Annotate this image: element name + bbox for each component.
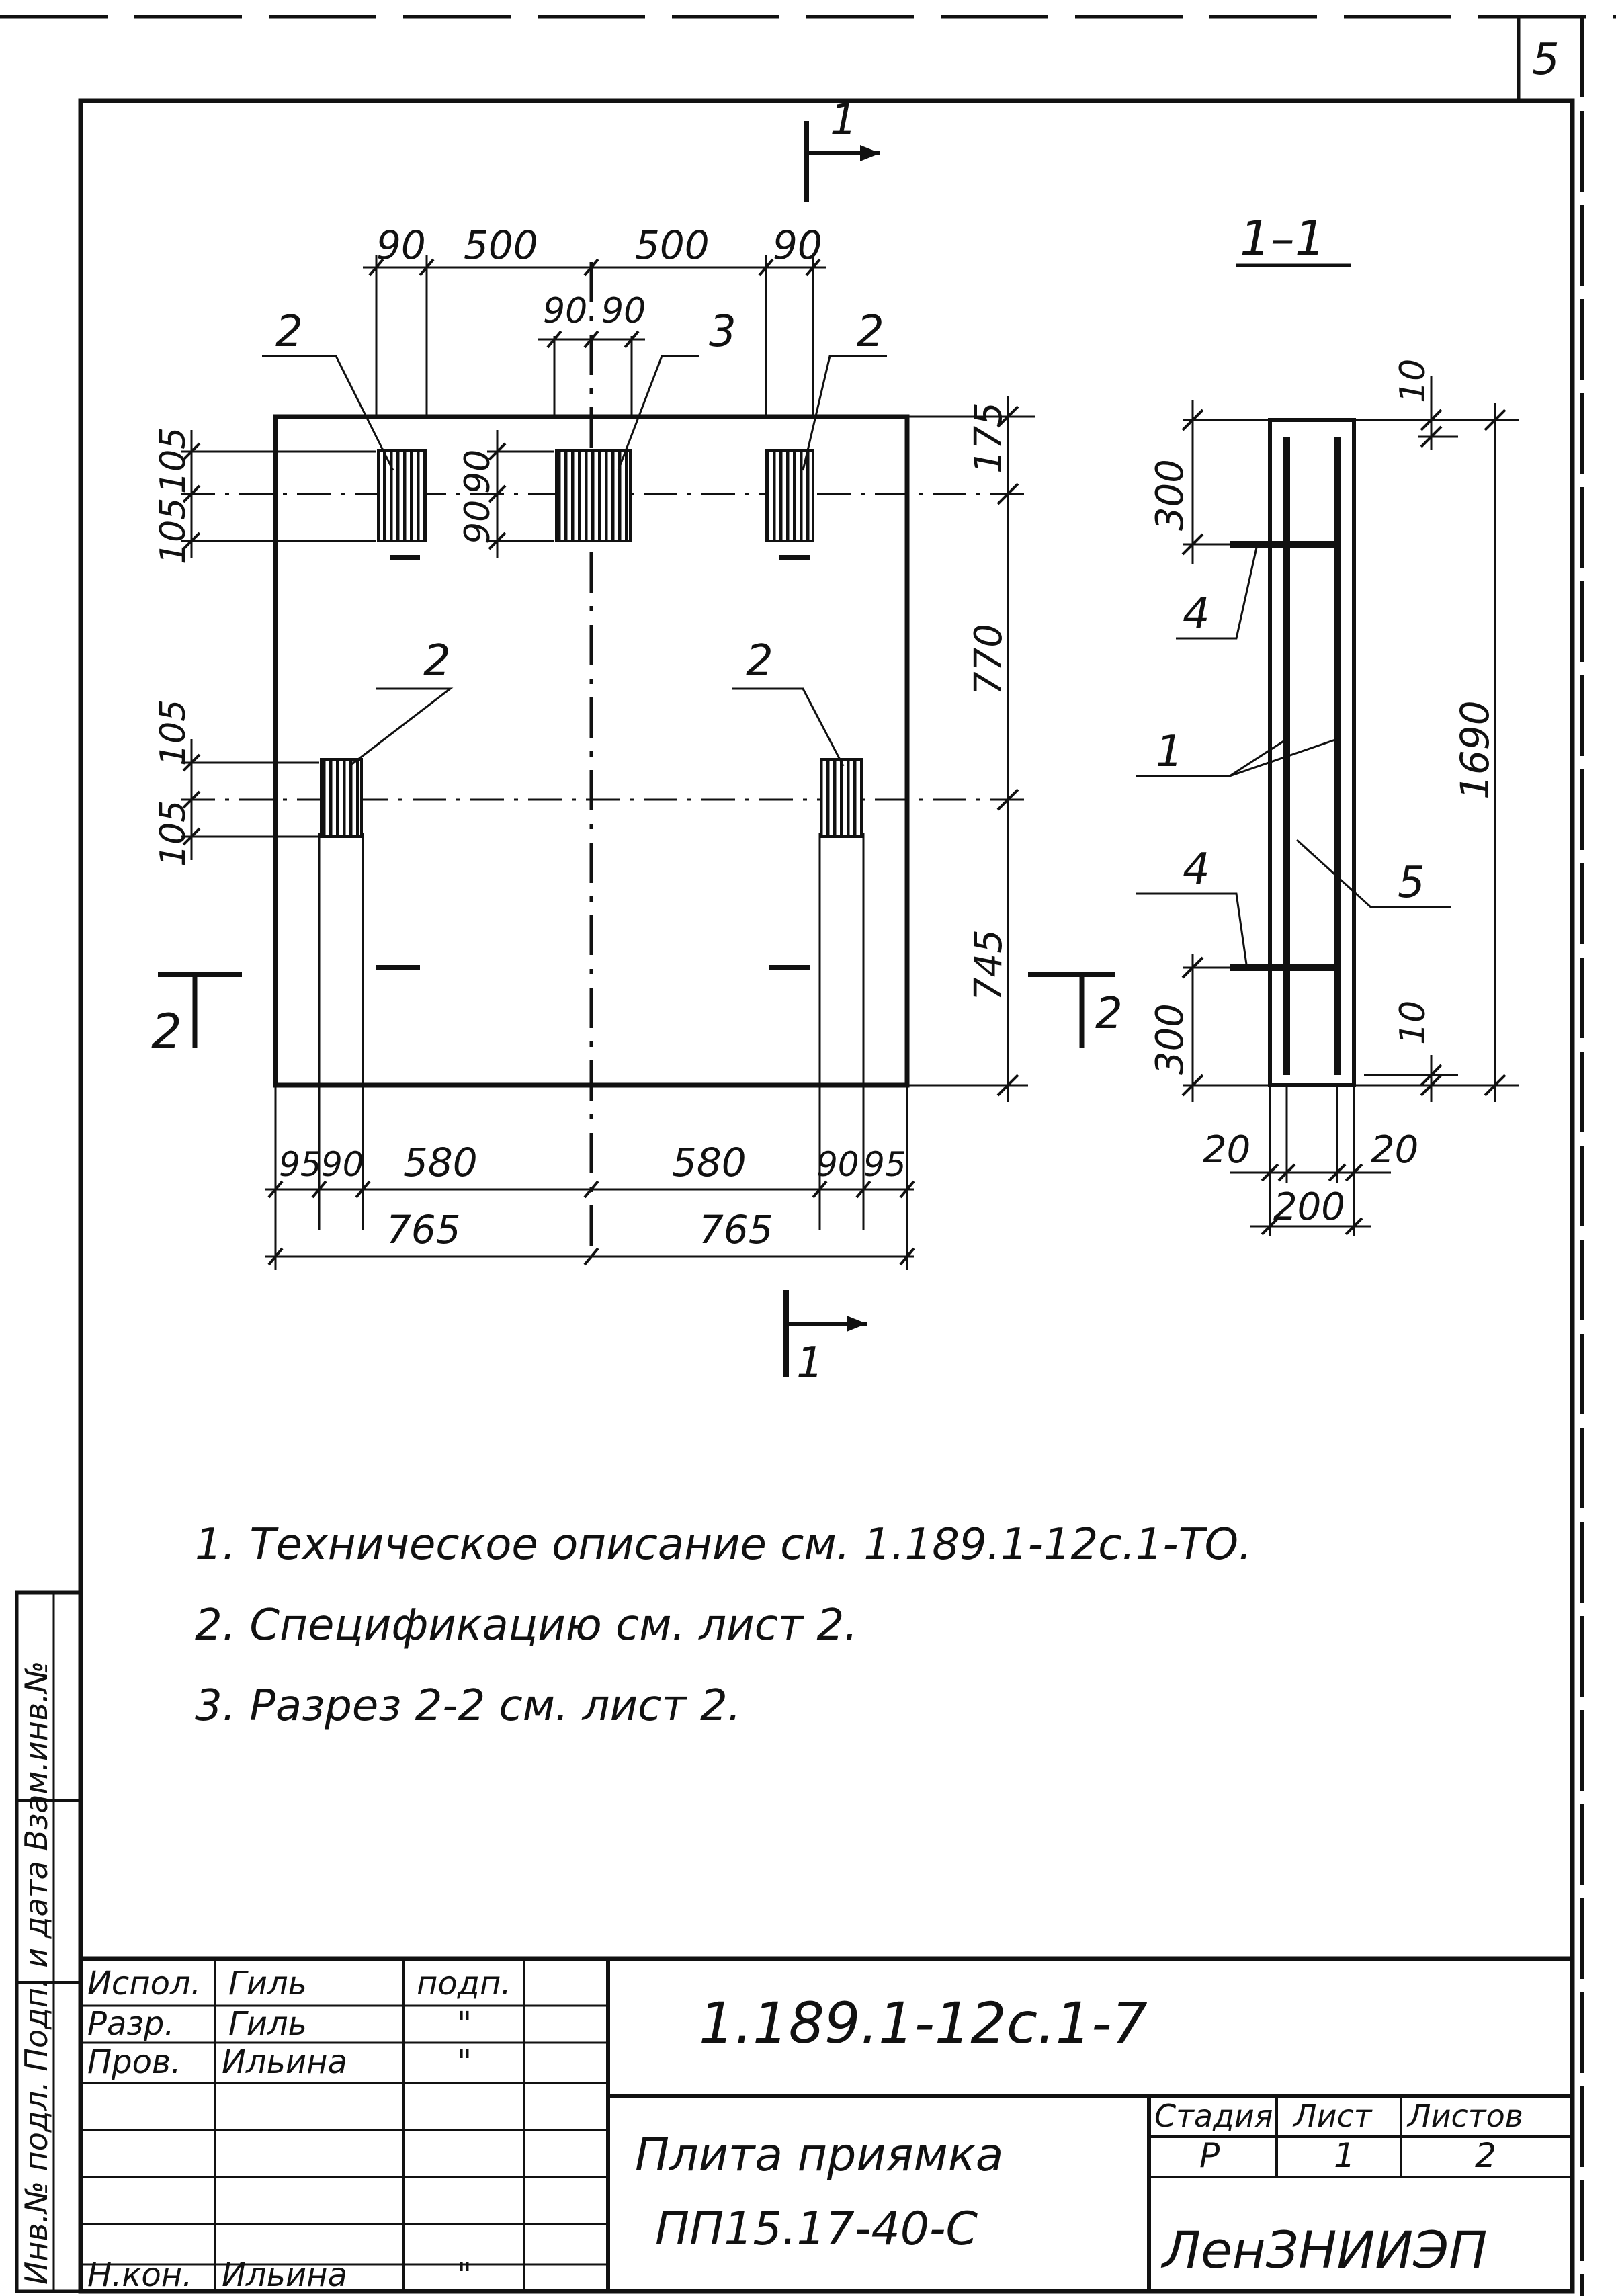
role-ispol-name: Гиль [228, 1965, 307, 2002]
dim-bottom-90-left: 90 [321, 1145, 364, 1184]
note-2: 2. Спецификацию см. лист 2. [195, 1601, 858, 1650]
section-outline [1268, 418, 1356, 1087]
sec-callout-5: 5 [1398, 858, 1425, 908]
loop-mid-right [820, 758, 863, 838]
role-razr: Разр. [87, 2005, 175, 2043]
dim-bottom-765-left: 765 [386, 1207, 461, 1252]
role-ispol-sign: подп. [417, 1965, 511, 2002]
title-block [78, 1956, 1575, 2294]
section-title: 1–1 [1240, 210, 1326, 267]
section-cut-1-top: 1 [830, 95, 857, 145]
plan-dim-right [907, 396, 1035, 1102]
plan-dim-bottom [265, 1085, 915, 1270]
loop-top-center [555, 449, 632, 542]
role-nkon-name: Ильина [222, 2256, 347, 2294]
dim-left-top-2: 105 [153, 498, 194, 564]
dim-top-inner-2: 90 [601, 291, 646, 331]
dim-bottom-580-left: 580 [403, 1140, 478, 1185]
loop-mid-left [320, 758, 363, 838]
role-prov: Пров. [87, 2043, 181, 2081]
sec-dim-bottom-200: 200 [1273, 1185, 1345, 1229]
dim-right-2: 770 [967, 624, 1011, 695]
sec-dim-right-10-bottom: 10 [1393, 1001, 1433, 1045]
callout-top-center: 3 [709, 307, 736, 357]
loop-top-right [765, 449, 814, 542]
dim-top-3: 500 [635, 222, 710, 268]
sheets-header: Листов [1406, 2098, 1523, 2134]
sec-callout-4-top: 4 [1183, 589, 1210, 639]
dim-right-1: 175 [967, 402, 1011, 474]
dim-bottom-580-right: 580 [672, 1140, 747, 1185]
sec-dim-right-10-top: 10 [1393, 359, 1433, 403]
sheets-value: 2 [1475, 2136, 1496, 2175]
loop-top-left [377, 449, 427, 542]
dim-top-inner-1: 90 [543, 291, 587, 331]
dim-bottom-95-left: 95 [279, 1145, 322, 1184]
section-cut-markers [158, 121, 1115, 1377]
stage-header: Стадия [1154, 2098, 1273, 2134]
section-cut-1-bottom: 1 [796, 1338, 824, 1388]
sheet-number: 5 [1532, 35, 1560, 85]
plan-dim-left [181, 430, 554, 860]
dim-bottom-90-right: 90 [816, 1145, 859, 1184]
callout-top-right: 2 [857, 307, 884, 357]
callout-mid-left: 2 [423, 636, 451, 686]
dim-left-mid-2: 105 [153, 800, 194, 867]
section-view [1136, 376, 1519, 1236]
dim-top-4: 90 [773, 222, 822, 268]
title-line-2: ПП15.17-40-С [655, 2203, 978, 2256]
role-razr-sign: " [457, 2005, 472, 2043]
dim-top-2: 500 [464, 222, 538, 268]
document-code: 1.189.1-12с.1-7 [699, 1990, 1148, 2056]
dim-left-top-1: 105 [153, 427, 194, 494]
role-ispol: Испол. [87, 1965, 201, 2002]
side-stamp-text: Инв.№ подл. Подп. и дата Взам.инв.№ [18, 1661, 54, 2285]
dim-left-mid-1: 105 [153, 699, 194, 766]
title-block-roles: Испол. Гиль подп. Разр. Гиль " Пров. Иль… [87, 1965, 511, 2294]
sheet-value: 1 [1334, 2136, 1355, 2175]
callout-top-left: 2 [275, 307, 303, 357]
sheet-header: Лист [1292, 2098, 1373, 2134]
dim-bottom-95-right: 95 [863, 1145, 906, 1184]
dim-bottom-765-right: 765 [699, 1207, 773, 1252]
plan-callout-leaders [262, 355, 887, 767]
plan-dim-top [363, 258, 826, 349]
plan-view [181, 255, 1028, 1257]
dim-mid-top-1: 90 [458, 450, 498, 494]
organization: ЛенЗНИИЭП [1160, 2220, 1487, 2280]
dim-right-3: 745 [967, 929, 1011, 1001]
section-cut-2-right: 2 [1095, 989, 1123, 1039]
role-prov-sign: " [457, 2043, 472, 2081]
sec-dim-left-300-bottom: 300 [1148, 1003, 1192, 1075]
dim-top-1: 90 [376, 222, 426, 268]
sec-dim-left-300-top: 300 [1148, 459, 1192, 531]
sec-dim-bottom-20-left: 20 [1203, 1128, 1250, 1172]
role-razr-name: Гиль [228, 2005, 307, 2043]
callout-mid-right: 2 [746, 636, 773, 686]
dim-mid-top-2: 90 [458, 500, 498, 544]
note-3: 3. Разрез 2-2 см. лист 2. [195, 1681, 741, 1731]
stage-value: Р [1199, 2136, 1220, 2175]
note-1: 1. Техническое описание см. 1.189.1-12с.… [195, 1520, 1252, 1570]
sec-callout-4-bottom: 4 [1183, 845, 1210, 894]
role-nkon: Н.кон. [87, 2256, 192, 2294]
side-stamp-column [15, 1590, 83, 2293]
title-line-1: Плита приямка [635, 2129, 1003, 2182]
section-cut-2-left: 2 [151, 1003, 182, 1060]
role-prov-name: Ильина [222, 2043, 347, 2081]
sec-dim-right-1690: 1690 [1452, 700, 1498, 800]
sec-dim-bottom-20-right: 20 [1371, 1128, 1418, 1172]
sec-callout-1: 1 [1156, 727, 1183, 777]
lifting-loops [320, 449, 863, 970]
role-nkon-sign: " [457, 2256, 472, 2294]
